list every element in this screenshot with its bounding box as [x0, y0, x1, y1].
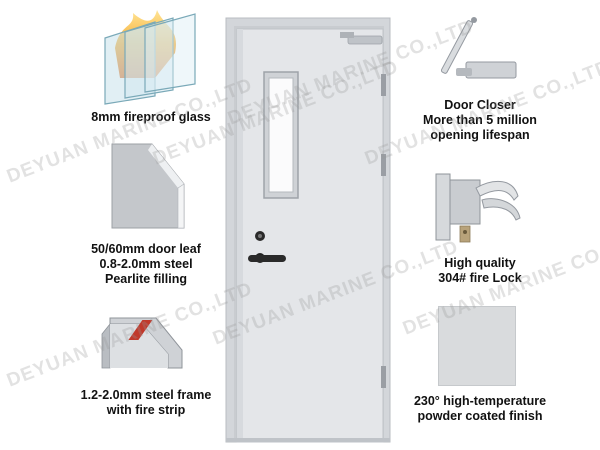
caption-line: 230° high-temperature — [413, 394, 547, 408]
caption-line: Door Closer — [444, 98, 516, 112]
caption-line: 8mm fireproof glass — [91, 110, 211, 124]
caption-line: 0.8-2.0mm steel — [99, 257, 193, 271]
door-leaf-section-image — [111, 143, 185, 229]
caption-steel-frame: 1.2-2.0mm steel frame with fire strip — [66, 388, 226, 418]
caption-fireproof-glass: 8mm fireproof glass — [76, 110, 226, 125]
caption-line: powder coated finish — [417, 409, 543, 423]
hinge-top — [381, 74, 386, 96]
caption-line: 50/60mm door leaf — [91, 242, 201, 256]
powder-coat-swatch — [438, 306, 516, 386]
caption-door-leaf: 50/60mm door leaf 0.8-2.0mm steel Pearli… — [66, 242, 226, 287]
caption-line: with fire strip — [106, 403, 186, 417]
fire-strip — [128, 320, 153, 340]
door-closer-bar — [347, 35, 383, 45]
hinge-bottom — [381, 366, 386, 388]
hinge-middle — [381, 154, 386, 176]
caption-line: opening lifespan — [430, 128, 530, 142]
fireproof-glass-image — [104, 10, 196, 105]
lever-handle[interactable] — [248, 255, 286, 262]
caption-line: More than 5 million — [423, 113, 537, 127]
fire-lock-image — [435, 173, 521, 243]
fire-door-illustration — [225, 17, 391, 443]
caption-fire-lock: High quality 304# fire Lock — [400, 256, 560, 286]
steel-frame-section-image — [101, 317, 183, 369]
caption-line: Pearlite filling — [105, 272, 187, 286]
caption-powder-finish: 230° high-temperature powder coated fini… — [392, 394, 568, 424]
caption-door-closer: Door Closer More than 5 million opening … — [400, 98, 560, 143]
caption-line: 1.2-2.0mm steel frame — [80, 388, 212, 402]
door-closer-image — [440, 17, 517, 79]
fireproof-glass-window — [268, 77, 294, 193]
caption-line: 304# fire Lock — [438, 271, 522, 285]
caption-line: High quality — [444, 256, 516, 270]
